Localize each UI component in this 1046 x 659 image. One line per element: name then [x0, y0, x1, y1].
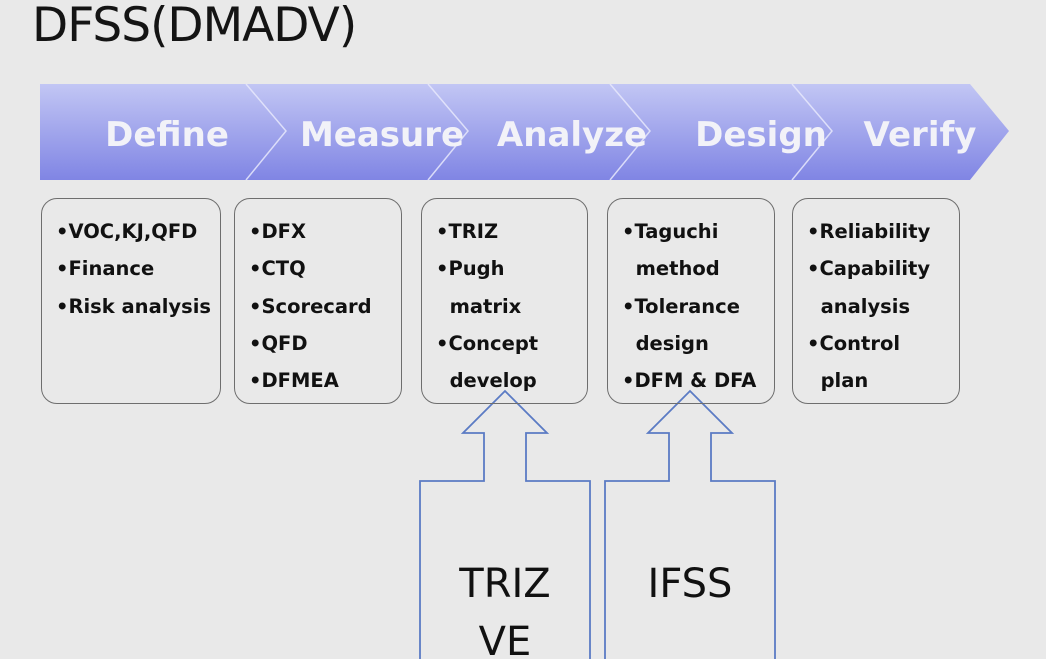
list-item: •QFD — [249, 331, 308, 355]
list-item: •DFM & DFA — [622, 369, 757, 393]
list-item: •Risk analysis — [56, 294, 212, 318]
list-item: •Finance — [56, 257, 155, 281]
input-label-line: IFSS — [648, 561, 733, 607]
list-item: •DFMEA — [249, 369, 339, 393]
list-item: develop — [436, 369, 537, 393]
list-item: plan — [807, 369, 869, 393]
phase-label-analyze: Analyze — [497, 115, 647, 155]
list-item: design — [622, 331, 709, 355]
list-item: •Pugh — [436, 257, 505, 281]
input-label-line: VE — [479, 619, 532, 659]
input-arrow-triz-ve: TRIZ VE — [419, 389, 591, 659]
list-item: •Reliability — [807, 220, 931, 243]
input-arrow-ifss: IFSS — [604, 389, 776, 659]
chevron-analyze — [428, 84, 650, 180]
phase-label-measure: Measure — [300, 115, 464, 155]
chevron-measure — [246, 84, 468, 180]
list-item: •Capability — [807, 257, 931, 281]
chevron-band: Define Measure Analyze Design Verify — [40, 83, 1009, 181]
list-item: •Control — [807, 331, 901, 355]
phase-label-define: Define — [105, 115, 229, 155]
list-item: matrix — [436, 294, 522, 318]
chevron-define — [40, 84, 286, 180]
phase-label-verify: Verify — [864, 115, 977, 155]
list-item: •CTQ — [249, 257, 306, 281]
phase-box-measure: •DFX •CTQ •Scorecard •QFD •DFMEA — [234, 198, 402, 404]
list-item: •Concept — [436, 331, 539, 355]
list-item: •Taguchi — [622, 220, 719, 243]
list-item: •TRIZ — [436, 220, 499, 243]
chevron-design — [610, 84, 832, 180]
list-item: analysis — [807, 294, 911, 318]
phase-label-design: Design — [695, 115, 827, 155]
chevron-verify — [792, 84, 1009, 180]
list-item: method — [622, 257, 720, 281]
list-item: •VOC,KJ,QFD — [56, 220, 198, 243]
phase-box-design: •Taguchi method •Tolerance design •DFM &… — [607, 198, 775, 404]
phase-box-define: •VOC,KJ,QFD •Finance •Risk analysis — [41, 198, 221, 404]
phase-box-verify: •Reliability •Capability analysis •Contr… — [792, 198, 960, 404]
input-label-line: TRIZ — [458, 561, 550, 607]
list-item: •Scorecard — [249, 294, 372, 318]
phase-box-analyze: •TRIZ •Pugh matrix •Concept develop — [421, 198, 588, 404]
list-item: •DFX — [249, 220, 307, 243]
page-title: DFSS(DMADV) — [32, 0, 357, 53]
list-item: •Tolerance — [622, 294, 740, 318]
